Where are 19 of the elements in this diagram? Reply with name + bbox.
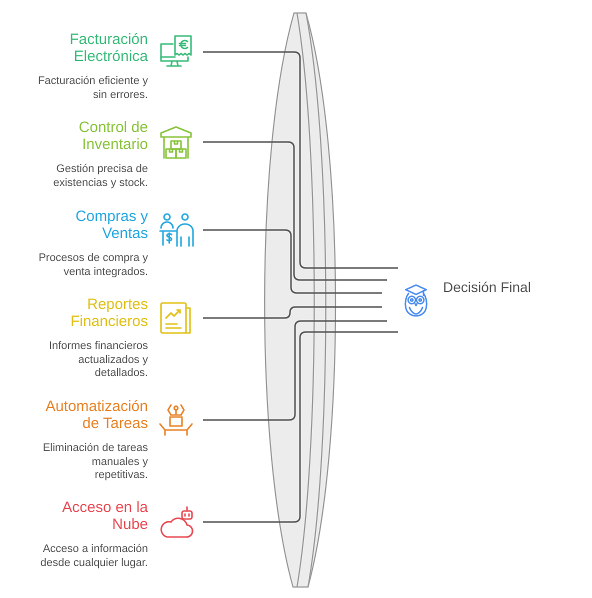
feature-description: Facturación eficiente y sin errores.: [36, 75, 148, 102]
feature-title: Compras y Ventas: [74, 208, 148, 242]
feature-description: Eliminación de tareas manuales y repetitivas.: [42, 442, 148, 482]
feature-description: Gestión precisa de existencias y stock.: [52, 163, 148, 190]
feature-title: Automatización de Tareas: [44, 398, 148, 432]
connector-line: [203, 229, 382, 294]
decision-label: Decisión Final: [443, 279, 531, 295]
feature-description: Procesos de compra y venta integrados.: [38, 252, 148, 279]
feature-title: Control de Inventario: [78, 119, 148, 153]
connector-line: [203, 141, 387, 281]
feature-title: Reportes Financieros: [69, 296, 148, 330]
connector-line: [203, 51, 398, 269]
connector-line: [203, 306, 382, 319]
feature-title: Acceso en la Nube: [61, 499, 148, 533]
connector-line: [203, 320, 387, 421]
feature-title: Facturación Electrónica: [68, 31, 148, 65]
feature-description: Acceso a información desde cualquier lugar.: [39, 543, 148, 570]
connector-line: [203, 331, 398, 523]
feature-description: Informes financieros actualizados y detallados.: [48, 340, 148, 380]
